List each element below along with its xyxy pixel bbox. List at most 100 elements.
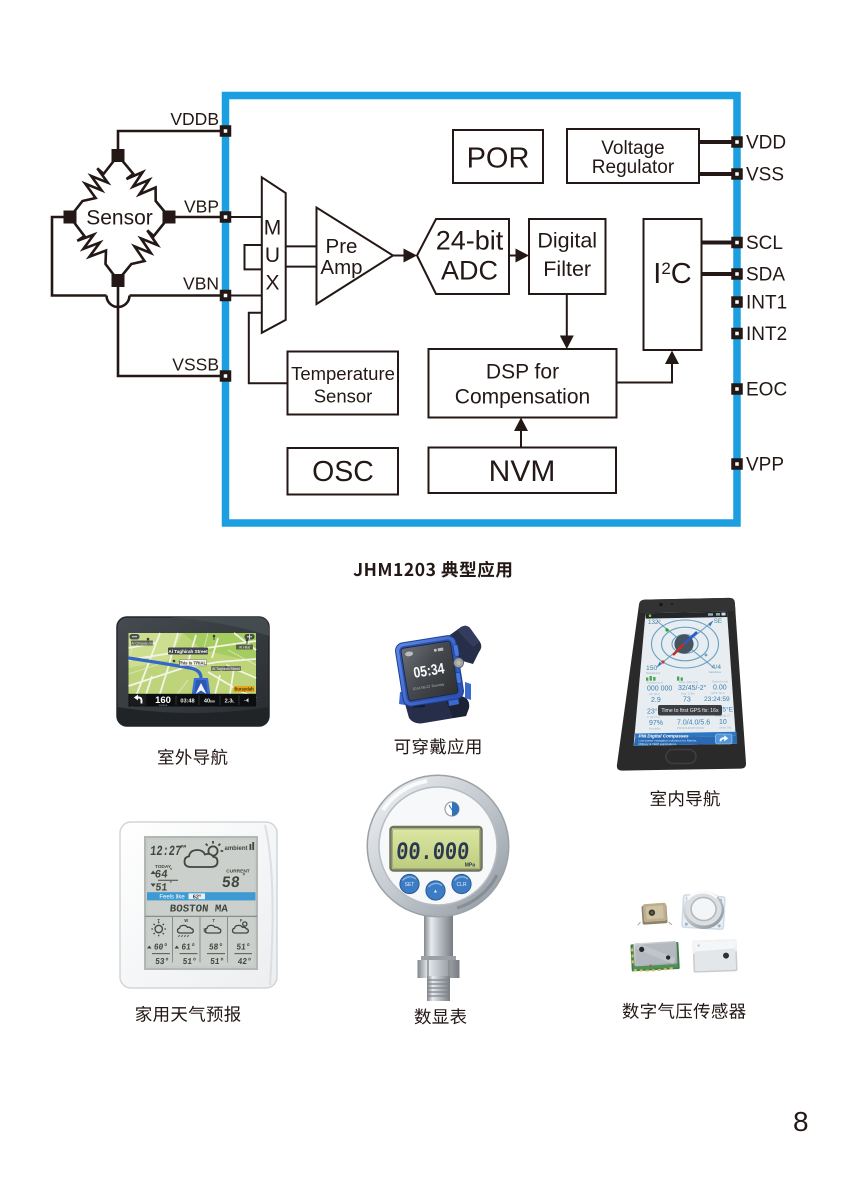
- svg-text:VPP: VPP: [746, 455, 784, 476]
- svg-text:73: 73: [683, 697, 691, 704]
- svg-text:03:48: 03:48: [180, 698, 194, 704]
- svg-text:Military & OEM applications: Military & OEM applications: [639, 742, 677, 746]
- svg-text:51°: 51°: [182, 956, 197, 967]
- svg-text:62°: 62°: [193, 894, 201, 900]
- svg-text:VDDB: VDDB: [170, 109, 219, 129]
- svg-text:Feels like: Feels like: [159, 894, 185, 900]
- svg-text:2014-08-22 Tuesday: 2014-08-22 Tuesday: [412, 682, 445, 691]
- svg-text:TODAY: TODAY: [155, 864, 172, 870]
- svg-text:Speed [m/s]: Speed [m/s]: [712, 680, 728, 684]
- svg-text:OSC: OSC: [312, 456, 374, 488]
- svg-text:4/4: 4/4: [712, 664, 722, 671]
- svg-text:Sat.alt [m]: Sat.alt [m]: [646, 671, 660, 675]
- svg-text:PM: PM: [180, 844, 186, 850]
- svg-text:Pre: Pre: [326, 235, 358, 258]
- svg-text:GPS Time: GPS Time: [711, 691, 725, 695]
- svg-text:VSS: VSS: [746, 165, 784, 186]
- svg-text:°: °: [169, 867, 173, 874]
- svg-text:51°: 51°: [236, 942, 251, 953]
- svg-text:Filter: Filter: [543, 257, 591, 281]
- svg-text:Satellites: Satellites: [708, 670, 721, 674]
- svg-text:INT2: INT2: [746, 324, 787, 345]
- svg-text:2.3L: 2.3L: [225, 698, 235, 704]
- svg-text:°: °: [168, 880, 172, 887]
- svg-text:SDA: SDA: [746, 265, 785, 286]
- svg-text:160: 160: [155, 695, 171, 706]
- svg-text:Position [m]: Position [m]: [647, 681, 663, 685]
- svg-text:Time to first GPS fix: 16s: Time to first GPS fix: 16s: [661, 708, 719, 714]
- svg-text:42°: 42°: [237, 956, 252, 967]
- svg-text:58: 58: [221, 874, 241, 892]
- svg-text:Buraydah: Buraydah: [234, 687, 254, 692]
- svg-text:BOSTON MA: BOSTON MA: [169, 904, 229, 916]
- svg-text:60°: 60°: [153, 942, 168, 953]
- svg-text:Compensation: Compensation: [455, 385, 590, 408]
- svg-text:VDD: VDD: [746, 133, 786, 154]
- svg-text:Sensor: Sensor: [314, 385, 373, 406]
- svg-text:32/45/-2°: 32/45/-2°: [678, 684, 707, 692]
- svg-text:51°: 51°: [210, 956, 225, 967]
- svg-text:97%: 97%: [649, 720, 663, 727]
- svg-text:VBN: VBN: [183, 274, 219, 294]
- svg-text:X: X: [265, 272, 279, 295]
- svg-text:POR: POR: [467, 143, 530, 175]
- svg-text:23°: 23°: [647, 708, 658, 716]
- svg-text:Al Qirawan St: Al Qirawan St: [131, 641, 152, 645]
- svg-text:05:34: 05:34: [412, 660, 446, 682]
- svg-text:Al Taghirah Street: Al Taghirah Street: [212, 667, 240, 671]
- svg-text:I2C: I2C: [653, 258, 691, 290]
- svg-text:M: M: [264, 217, 282, 240]
- svg-text:10: 10: [719, 719, 727, 726]
- svg-text:PDOP/HDOP/VDOP: PDOP/HDOP/VDOP: [677, 726, 704, 730]
- svg-text:EOC: EOC: [746, 380, 787, 401]
- svg-text:metres: metres: [159, 703, 168, 707]
- svg-text:Amp: Amp: [320, 256, 362, 279]
- svg-text:PNI Digital Compasses: PNI Digital Compasses: [639, 734, 689, 739]
- svg-text:T. Air [°C]: T. Air [°C]: [647, 715, 660, 719]
- svg-text:Al Hilal: Al Hilal: [239, 645, 250, 649]
- svg-text:°: °: [241, 872, 246, 881]
- svg-text:▲: ▲: [433, 889, 438, 895]
- svg-text:Temperature: Temperature: [291, 363, 395, 384]
- svg-text:CLR: CLR: [456, 882, 466, 888]
- svg-text:NVM: NVM: [489, 455, 556, 488]
- svg-text:U: U: [265, 244, 280, 267]
- svg-text:Digital: Digital: [537, 229, 597, 253]
- svg-text:Humidity: Humidity: [649, 727, 661, 731]
- svg-text:DSP for: DSP for: [486, 360, 559, 383]
- svg-text:00.000: 00.000: [395, 838, 470, 867]
- svg-text:355°E: 355°E: [715, 706, 734, 714]
- svg-text:7.0/4.0/5.6: 7.0/4.0/5.6: [677, 720, 710, 727]
- svg-text:Al Taghirah Street: Al Taghirah Street: [168, 649, 208, 654]
- svg-text:Mag. field [µT]: Mag. field [µT]: [679, 680, 698, 684]
- svg-text:Regulator: Regulator: [592, 157, 675, 178]
- svg-text:0.00: 0.00: [713, 685, 727, 692]
- svg-text:53°: 53°: [155, 956, 170, 967]
- svg-text:Avg. C/No: Avg. C/No: [681, 692, 695, 696]
- svg-text:T: T: [157, 918, 160, 923]
- svg-text:MPa: MPa: [465, 863, 476, 869]
- svg-text:T: T: [212, 918, 215, 923]
- svg-text:2.9: 2.9: [651, 697, 661, 704]
- svg-text:000 000: 000 000: [647, 686, 672, 693]
- svg-text:61°: 61°: [181, 942, 196, 953]
- svg-text:F: F: [240, 918, 243, 923]
- svg-text:Low power navigation solutions: Low power navigation solutions for Marin…: [639, 739, 698, 743]
- svg-text:64: 64: [154, 869, 168, 882]
- svg-text:SET: SET: [405, 882, 415, 888]
- svg-text:24-bit: 24-bit: [436, 226, 504, 256]
- svg-text:This is TRIAL.: This is TRIAL.: [179, 660, 208, 665]
- svg-text:Used Sat.: Used Sat.: [719, 726, 732, 730]
- svg-text:SCL: SCL: [746, 233, 783, 254]
- svg-text:23:24:59: 23:24:59: [704, 696, 730, 703]
- svg-text:58°: 58°: [208, 942, 223, 953]
- svg-text:40km: 40km: [204, 698, 215, 704]
- svg-text:INT1: INT1: [746, 293, 787, 314]
- svg-text:VBP: VBP: [184, 197, 219, 217]
- svg-text:ADC: ADC: [441, 256, 498, 286]
- svg-text:51: 51: [155, 883, 169, 895]
- svg-text:VSSB: VSSB: [172, 355, 219, 375]
- svg-text:132°: 132°: [648, 619, 661, 626]
- svg-text:12:27: 12:27: [149, 844, 182, 860]
- svg-text:Voltage: Voltage: [601, 138, 664, 159]
